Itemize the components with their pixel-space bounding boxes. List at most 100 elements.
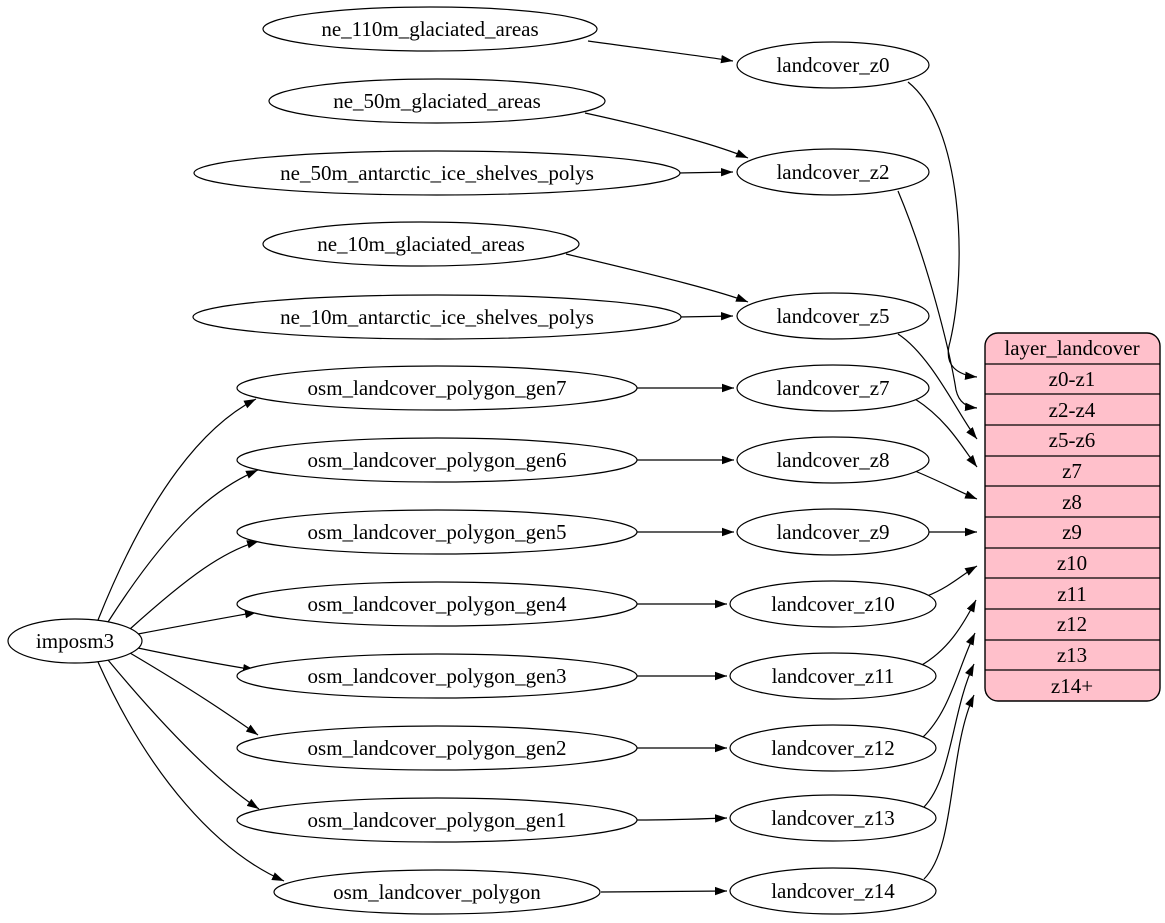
node-label: landcover_z8	[776, 448, 889, 472]
node-osm-landcover-polygon-gen3: osm_landcover_polygon_gen3	[236, 653, 638, 699]
node-label: imposm3	[36, 629, 114, 653]
node-label: osm_landcover_polygon_gen5	[308, 520, 567, 544]
edge-imposm3-gen6	[107, 469, 259, 623]
edges	[97, 40, 978, 896]
edge-z2-row	[897, 190, 978, 411]
node-osm-landcover-polygon-gen2: osm_landcover_polygon_gen2	[236, 725, 638, 771]
table-row-z11: z11	[1057, 582, 1087, 606]
node-label: ne_110m_glaciated_areas	[321, 17, 538, 41]
edge-z14-row	[923, 694, 975, 880]
node-label: ne_50m_antarctic_ice_shelves_polys	[280, 161, 594, 185]
node-ellipse	[729, 724, 937, 772]
node-label: osm_landcover_polygon_gen4	[308, 592, 567, 616]
node-osm-landcover-polygon-gen7: osm_landcover_polygon_gen7	[236, 365, 638, 411]
edge-imposm3-gen3	[137, 647, 256, 673]
edge-gen1-z13	[636, 814, 728, 823]
node-ne-110m-glaciated-areas: ne_110m_glaciated_areas	[262, 6, 598, 52]
node-ellipse	[236, 797, 638, 843]
node-label: landcover_z11	[772, 664, 895, 688]
table-row-z7: z7	[1062, 459, 1082, 483]
node-ellipse	[236, 653, 638, 699]
node-ellipse	[268, 78, 606, 124]
table-row-z9: z9	[1062, 520, 1082, 544]
edge-z8-row	[914, 470, 978, 500]
node-osm-landcover-polygon-gen4: osm_landcover_polygon_gen4	[236, 581, 638, 627]
node-label: osm_landcover_polygon_gen3	[308, 664, 567, 688]
edge-z5-row	[897, 333, 978, 440]
edge-z10-row	[926, 565, 978, 597]
node-landcover-z11: landcover_z11	[729, 652, 937, 700]
edge-z12-row	[921, 632, 976, 739]
node-ellipse	[236, 725, 638, 771]
table-layer-landcover: layer_landcover z0-z1 z2-z4 z5-z6 z7 z8 …	[984, 332, 1161, 702]
node-landcover-z10: landcover_z10	[729, 580, 937, 628]
edge-imposm3-polygon	[97, 661, 285, 882]
node-landcover-z0: landcover_z0	[736, 41, 930, 89]
node-osm-landcover-polygon: osm_landcover_polygon	[273, 869, 601, 915]
node-label: ne_50m_glaciated_areas	[333, 89, 541, 113]
node-ne-10m-antarctic-ice-shelves-polys: ne_10m_antarctic_ice_shelves_polys	[192, 294, 682, 340]
node-ellipse	[273, 869, 601, 915]
edge-ne50g-z2	[584, 112, 749, 159]
node-landcover-z8: landcover_z8	[736, 436, 930, 484]
edge-imposm3-gen2	[129, 652, 259, 736]
node-imposm3: imposm3	[7, 618, 143, 664]
node-ellipse	[192, 294, 682, 340]
node-label: landcover_z9	[776, 520, 889, 544]
node-label: landcover_z7	[776, 376, 889, 400]
node-landcover-z5: landcover_z5	[736, 292, 930, 340]
edge-ne50a-z2	[677, 168, 734, 177]
node-ellipse	[736, 148, 930, 196]
node-ellipse	[736, 364, 930, 412]
edge-ne10a-z5	[678, 312, 734, 321]
edge-polygon-z14	[600, 886, 728, 896]
nodes: imposm3 ne_110m_glaciated_areas ne_50m_g…	[7, 6, 937, 915]
node-ellipse	[7, 618, 143, 664]
node-ellipse	[736, 292, 930, 340]
node-ellipse	[236, 437, 638, 483]
node-ellipse	[193, 150, 681, 196]
node-ellipse	[262, 6, 598, 52]
table-row-z12: z12	[1057, 612, 1087, 636]
node-label: osm_landcover_polygon_gen6	[308, 448, 567, 472]
node-ne-50m-antarctic-ice-shelves-polys: ne_50m_antarctic_ice_shelves_polys	[193, 150, 681, 196]
edge-z11-row	[919, 599, 977, 667]
node-ellipse	[736, 41, 930, 89]
edge-z7-row	[914, 398, 978, 468]
edge-imposm3-gen5	[129, 540, 260, 630]
table-row-z8: z8	[1062, 490, 1082, 514]
node-ellipse	[736, 508, 930, 556]
edge-imposm3-gen1	[107, 659, 260, 810]
table-row-z2-z4: z2-z4	[1049, 398, 1096, 422]
node-ellipse	[236, 365, 638, 411]
node-label: osm_landcover_polygon	[333, 880, 541, 904]
node-ellipse	[236, 509, 638, 555]
table-row-z0-z1: z0-z1	[1049, 367, 1096, 391]
node-ellipse	[729, 652, 937, 700]
node-label: osm_landcover_polygon_gen2	[308, 736, 567, 760]
node-ellipse	[729, 867, 937, 915]
node-landcover-z13: landcover_z13	[729, 794, 937, 842]
node-label: ne_10m_glaciated_areas	[317, 232, 525, 256]
node-label: landcover_z10	[771, 592, 895, 616]
node-ellipse	[236, 581, 638, 627]
node-label: landcover_z5	[776, 304, 889, 328]
edge-imposm3-gen4	[137, 610, 258, 635]
node-landcover-z2: landcover_z2	[736, 148, 930, 196]
node-label: landcover_z2	[776, 160, 889, 184]
node-osm-landcover-polygon-gen1: osm_landcover_polygon_gen1	[236, 797, 638, 843]
table-title: layer_landcover	[1004, 336, 1139, 360]
table-row-z10: z10	[1057, 551, 1087, 575]
node-label: landcover_z13	[771, 806, 895, 830]
node-label: landcover_z0	[776, 53, 889, 77]
table-row-z13: z13	[1057, 643, 1087, 667]
node-landcover-z9: landcover_z9	[736, 508, 930, 556]
node-landcover-z12: landcover_z12	[729, 724, 937, 772]
node-ellipse	[262, 221, 580, 267]
node-osm-landcover-polygon-gen5: osm_landcover_polygon_gen5	[236, 509, 638, 555]
node-landcover-z7: landcover_z7	[736, 364, 930, 412]
node-ne-10m-glaciated-areas: ne_10m_glaciated_areas	[262, 221, 580, 267]
node-ellipse	[736, 436, 930, 484]
node-label: ne_10m_antarctic_ice_shelves_polys	[280, 305, 594, 329]
